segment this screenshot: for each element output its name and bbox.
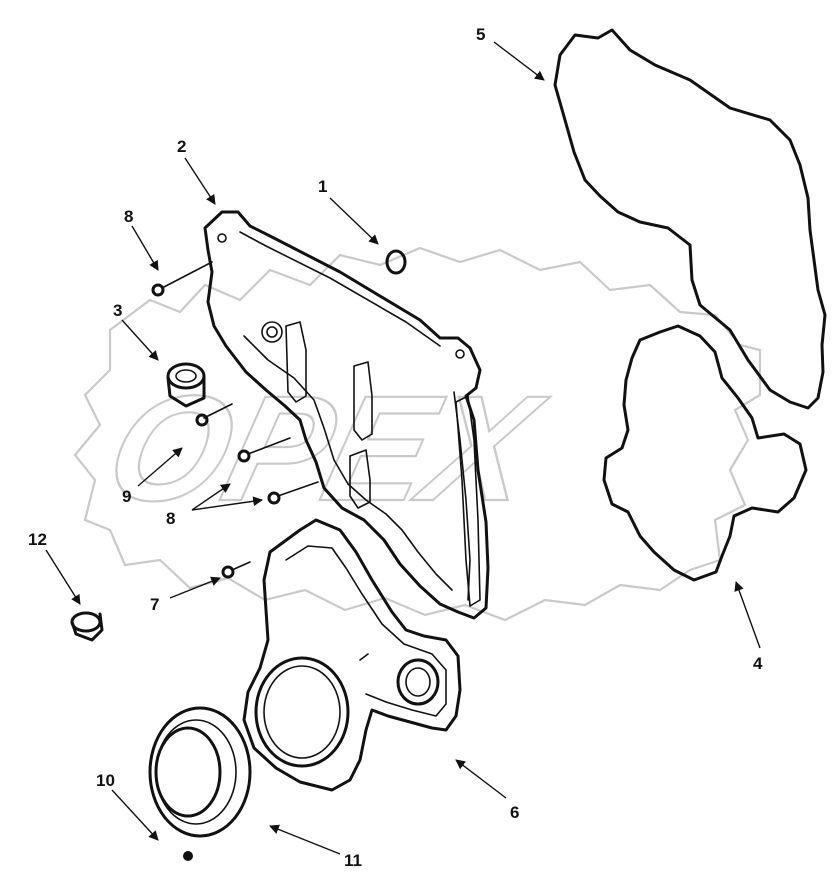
leader-1 xyxy=(329,197,379,245)
leader-4 xyxy=(734,581,761,649)
cover-2-hole-2 xyxy=(455,349,465,359)
leader-3 xyxy=(121,319,159,361)
leader-12 xyxy=(45,549,81,605)
watermark-text: OPEX xyxy=(92,365,559,532)
watermark-gear-outline xyxy=(73,246,762,622)
bolt-7 xyxy=(221,561,251,579)
cover-2-seal xyxy=(261,321,283,343)
bolt-8-a-shank xyxy=(161,261,213,289)
bolt-8-b-head xyxy=(237,449,251,463)
leaders xyxy=(45,41,761,855)
cover-2-outline xyxy=(203,210,490,620)
cover-6 xyxy=(242,518,462,792)
cover-6-seal-housing-inner xyxy=(405,667,431,697)
callout-5: 5 xyxy=(476,25,485,44)
leader-9 xyxy=(137,447,183,487)
callout-6: 6 xyxy=(510,803,519,822)
leader-7 xyxy=(169,576,221,599)
leader-8a xyxy=(131,225,159,271)
bolt-8-c xyxy=(267,481,319,505)
bolt-8-b xyxy=(237,437,291,463)
plug-12 xyxy=(70,611,104,642)
o-ring-1 xyxy=(385,249,407,275)
cover-6-large-opening-rim xyxy=(263,665,341,759)
seal-10-outer xyxy=(148,706,252,838)
cover-2-rib-3 xyxy=(349,449,371,509)
bolt-8-c-shank xyxy=(277,481,319,497)
bolt-8-b-shank xyxy=(247,437,291,455)
cover-2-rib-1 xyxy=(285,321,307,403)
plug-12-body xyxy=(70,612,104,642)
ball-11 xyxy=(183,851,193,861)
callout-10: 10 xyxy=(96,771,115,790)
leader-5 xyxy=(493,41,545,81)
callout-4: 4 xyxy=(753,654,763,673)
callout-3: 3 xyxy=(113,301,122,320)
cap-3-body xyxy=(166,376,206,408)
bolt-9-head xyxy=(195,413,209,427)
bolt-9 xyxy=(195,403,233,427)
leader-2 xyxy=(184,157,216,205)
cover-6-inner xyxy=(285,545,447,717)
cover-6-outline xyxy=(242,518,462,792)
cap-3 xyxy=(166,362,206,408)
callout-12: 12 xyxy=(28,530,47,549)
bolt-8-a-head xyxy=(151,283,165,297)
cover-6-large-opening xyxy=(254,656,350,768)
leader-8b-2 xyxy=(191,496,263,511)
cover-2-rib-2 xyxy=(353,361,373,441)
leader-8b-1 xyxy=(191,483,231,511)
cover-2-long-rib xyxy=(455,395,481,607)
gasket-5 xyxy=(553,28,827,410)
bolt-8-c-head xyxy=(267,491,281,505)
bolt-9-shank xyxy=(203,403,233,419)
callout-9: 9 xyxy=(122,487,131,506)
leader-6 xyxy=(455,759,507,799)
leader-11 xyxy=(269,824,341,855)
bolt-7-head xyxy=(221,565,235,579)
plug-12-face xyxy=(70,611,102,633)
callout-1: 1 xyxy=(318,177,327,196)
leader-10 xyxy=(111,789,159,841)
cap-3-top xyxy=(166,362,206,390)
callouts: 1 2 3 4 5 6 7 8 8 9 10 11 12 xyxy=(28,25,763,870)
callout-8b: 8 xyxy=(166,509,175,528)
seal-10 xyxy=(148,706,252,838)
callout-11: 11 xyxy=(344,851,362,870)
cap-3-inner xyxy=(175,369,197,383)
cover-2 xyxy=(203,210,490,620)
cover-2-hole-1 xyxy=(217,233,227,243)
cover-6-slot xyxy=(359,653,369,661)
seal-10-inner xyxy=(154,726,222,818)
gasket-4 xyxy=(602,324,808,582)
bolt-7-shank xyxy=(231,561,251,571)
callout-2: 2 xyxy=(177,137,186,156)
callout-8a: 8 xyxy=(124,207,133,226)
cover-2-seal-inner xyxy=(266,326,278,338)
bolt-8-a xyxy=(151,261,213,297)
cover-6-seal-housing xyxy=(396,658,440,706)
callout-7: 7 xyxy=(150,595,159,614)
watermark: OPEX xyxy=(73,246,762,622)
